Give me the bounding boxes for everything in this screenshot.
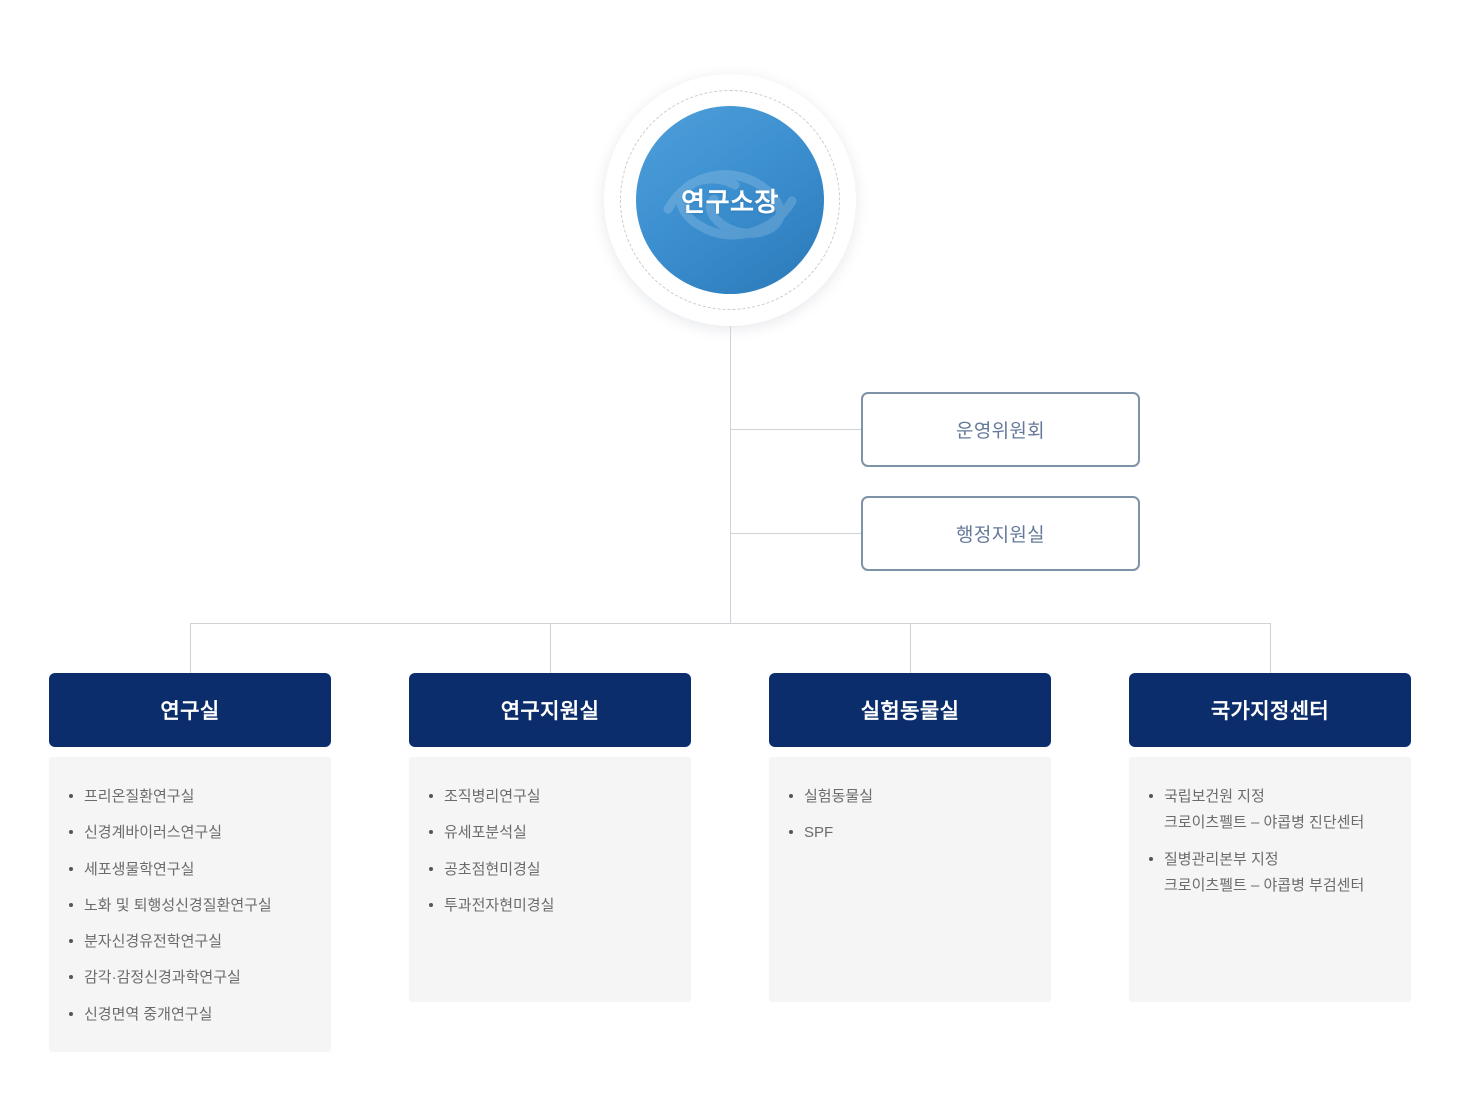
list-item: 분자신경유전학연구실 <box>67 930 313 953</box>
list-item-text: 실험동물실 <box>804 788 874 805</box>
dept-column-research-support: 연구지원실 조직병리연구실 유세포분석실 공초점현미경실 투과전자현미경실 <box>409 673 691 1002</box>
list-item: 투과전자현미경실 <box>427 894 673 917</box>
list-item-text: 감각·감정신경과학연구실 <box>84 969 241 987</box>
list-item: SPF <box>787 821 1033 844</box>
list-item: 실험동물실 <box>787 785 1033 808</box>
dept-header-research-support[interactable]: 연구지원실 <box>409 673 691 747</box>
list-item-text: 신경면역 중개연구실 <box>84 1005 213 1023</box>
bullet-icon <box>789 830 793 835</box>
dept-header-label: 연구실 <box>160 700 220 723</box>
staff-box-administrative-support[interactable]: 행정지원실 <box>861 496 1140 571</box>
list-item: 신경면역 중개연구실 <box>67 1003 313 1026</box>
bullet-icon <box>1149 794 1153 798</box>
list-item-subtext: 크로이츠펠트 – 야콥병 진단센터 <box>1164 814 1365 832</box>
staff-box-label: 운영위원회 <box>956 421 1045 442</box>
bullet-icon <box>69 794 73 798</box>
list-item-text: 신경계바이러스연구실 <box>84 824 223 842</box>
dept-item-list: 프리온질환연구실 신경계바이러스연구실 세포생물학연구실 노화 및 퇴행성신경질… <box>67 785 313 1026</box>
root-node-director[interactable]: 연구소장 <box>604 74 856 326</box>
root-circle: 연구소장 <box>636 106 824 294</box>
bullet-icon <box>429 794 433 798</box>
staff-box-label: 행정지원실 <box>956 525 1045 546</box>
bullet-icon <box>69 830 73 835</box>
bullet-icon <box>429 830 433 835</box>
bullet-icon <box>69 939 73 943</box>
dept-body-national-centers: 국립보건원 지정 크로이츠펠트 – 야콥병 진단센터 질병관리본부 지정 크로이… <box>1129 757 1411 1002</box>
bullet-icon <box>69 902 73 907</box>
connector-drop-dept-1 <box>190 623 191 673</box>
list-item-text: 국립보건원 지정 <box>1164 788 1265 805</box>
list-item: 세포생물학연구실 <box>67 858 313 881</box>
list-item-text: 공초점현미경실 <box>444 860 541 878</box>
bullet-icon <box>1149 856 1153 861</box>
bullet-icon <box>69 866 73 871</box>
list-item-subtext: 크로이츠펠트 – 야콥병 부검센터 <box>1164 876 1365 894</box>
bullet-icon <box>429 866 433 871</box>
dept-column-national-centers: 국가지정센터 국립보건원 지정 크로이츠펠트 – 야콥병 진단센터 질병관리본부… <box>1129 673 1411 1002</box>
list-item: 조직병리연구실 <box>427 785 673 808</box>
connector-trunk-vertical <box>730 326 731 624</box>
bullet-icon <box>69 975 73 980</box>
list-item-text: 노화 및 퇴행성신경질환연구실 <box>84 896 272 914</box>
connector-drop-dept-3 <box>910 623 911 673</box>
dept-header-label: 국가지정센터 <box>1210 700 1330 723</box>
dept-item-list: 실험동물실 SPF <box>787 785 1033 845</box>
bullet-icon <box>429 902 433 907</box>
dept-header-label: 연구지원실 <box>500 700 600 723</box>
dept-header-animal-lab[interactable]: 실험동물실 <box>769 673 1051 747</box>
list-item-text: 질병관리본부 지정 <box>1164 850 1279 868</box>
list-item: 신경계바이러스연구실 <box>67 821 313 844</box>
list-item: 국립보건원 지정 크로이츠펠트 – 야콥병 진단센터 <box>1147 785 1393 835</box>
list-item-text: 조직병리연구실 <box>444 788 541 805</box>
list-item: 감각·감정신경과학연구실 <box>67 966 313 989</box>
bullet-icon <box>69 1011 73 1016</box>
bullet-icon <box>789 794 793 798</box>
dept-item-list: 조직병리연구실 유세포분석실 공초점현미경실 투과전자현미경실 <box>427 785 673 917</box>
dept-body-animal-lab: 실험동물실 SPF <box>769 757 1051 1002</box>
dept-header-research-labs[interactable]: 연구실 <box>49 673 331 747</box>
list-item: 노화 및 퇴행성신경질환연구실 <box>67 894 313 917</box>
dept-item-list: 국립보건원 지정 크로이츠펠트 – 야콥병 진단센터 질병관리본부 지정 크로이… <box>1147 785 1393 897</box>
list-item: 유세포분석실 <box>427 821 673 844</box>
list-item-text: 세포생물학연구실 <box>84 860 195 878</box>
list-item-text: 투과전자현미경실 <box>444 896 555 914</box>
dept-header-national-centers[interactable]: 국가지정센터 <box>1129 673 1411 747</box>
list-item-text: 유세포분석실 <box>444 824 527 842</box>
list-item: 질병관리본부 지정 크로이츠펠트 – 야콥병 부검센터 <box>1147 848 1393 898</box>
dept-header-label: 실험동물실 <box>860 700 960 723</box>
list-item-text: 프리온질환연구실 <box>84 788 195 805</box>
list-item-text: SPF <box>804 824 834 842</box>
root-node-label: 연구소장 <box>681 186 779 217</box>
list-item: 프리온질환연구실 <box>67 785 313 808</box>
list-item-text: 분자신경유전학연구실 <box>84 933 223 950</box>
connector-drop-dept-2 <box>550 623 551 673</box>
dept-column-animal-lab: 실험동물실 실험동물실 SPF <box>769 673 1051 1002</box>
list-item: 공초점현미경실 <box>427 858 673 881</box>
connector-branch-admin <box>730 533 861 534</box>
dept-body-research-labs: 프리온질환연구실 신경계바이러스연구실 세포생물학연구실 노화 및 퇴행성신경질… <box>49 757 331 1052</box>
connector-branch-committee <box>730 429 861 430</box>
dept-column-research-labs: 연구실 프리온질환연구실 신경계바이러스연구실 세포생물학연구실 노화 및 퇴행… <box>49 673 331 1052</box>
dept-body-research-support: 조직병리연구실 유세포분석실 공초점현미경실 투과전자현미경실 <box>409 757 691 1002</box>
connector-drop-dept-4 <box>1270 623 1271 673</box>
staff-box-operating-committee[interactable]: 운영위원회 <box>861 392 1140 467</box>
connector-horizontal-bar <box>190 623 1271 624</box>
